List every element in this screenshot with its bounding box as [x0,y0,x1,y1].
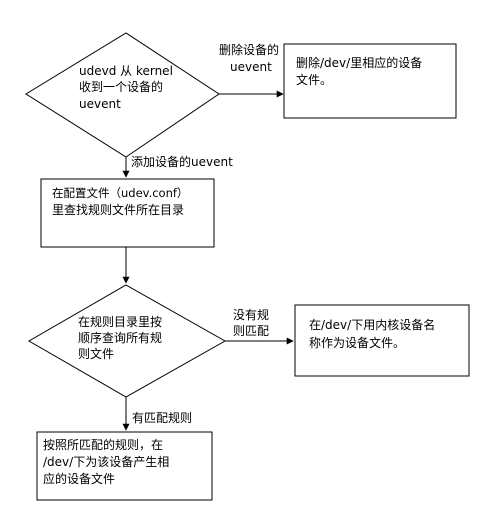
process-box-remove-device-file [283,43,457,119]
diamond2-label-line1: 在规则目录里按 [78,315,163,329]
edge-match-label: 有匹配规则 [132,411,193,425]
box-remove-text-line1: 删除/dev/里相应的设备 [296,56,423,70]
process-box-create-device-file [36,431,213,501]
edge-no-match-label-line1: 没有规 [233,308,270,322]
box-kernel-name-text-line1: 在/dev/下用内核设备名 [309,318,436,332]
edge-remove-label-line2: uevent [230,60,272,74]
diamond2-label-line2: 顺序查询所有规 [78,331,163,345]
box-config-text-line1: 在配置文件（udev.conf） [52,186,189,200]
edge-remove-label-line1: 删除设备的 [219,43,280,57]
box-kernel-name-text-line2: 称作为设备文件。 [309,336,406,350]
process-box-kernel-name [294,304,470,377]
edge-add-label: 添加设备的uevent [131,155,233,169]
box-create-text-line3: 应的设备文件 [43,472,116,486]
diamond2-label-line3: 则文件 [78,347,115,361]
box-config-text-line2: 里查找规则文件所在目录 [52,203,185,217]
diamond1-label-line2: 收到一个设备的 [79,80,164,94]
diamond1-label-line1: udevd 从 kernel [79,64,173,78]
edge-no-match-label-line2: 则匹配 [233,324,270,338]
box-remove-text-line2: 文件。 [296,73,333,87]
process-box-config [40,178,215,248]
box-create-text-line2: /dev/下为该设备产生相 [43,455,170,469]
box-create-text-line1: 按照所匹配的规则，在 [43,438,164,452]
diamond1-label-line3: uevent [79,97,121,111]
decision-diamond-receive-uevent [25,32,220,158]
